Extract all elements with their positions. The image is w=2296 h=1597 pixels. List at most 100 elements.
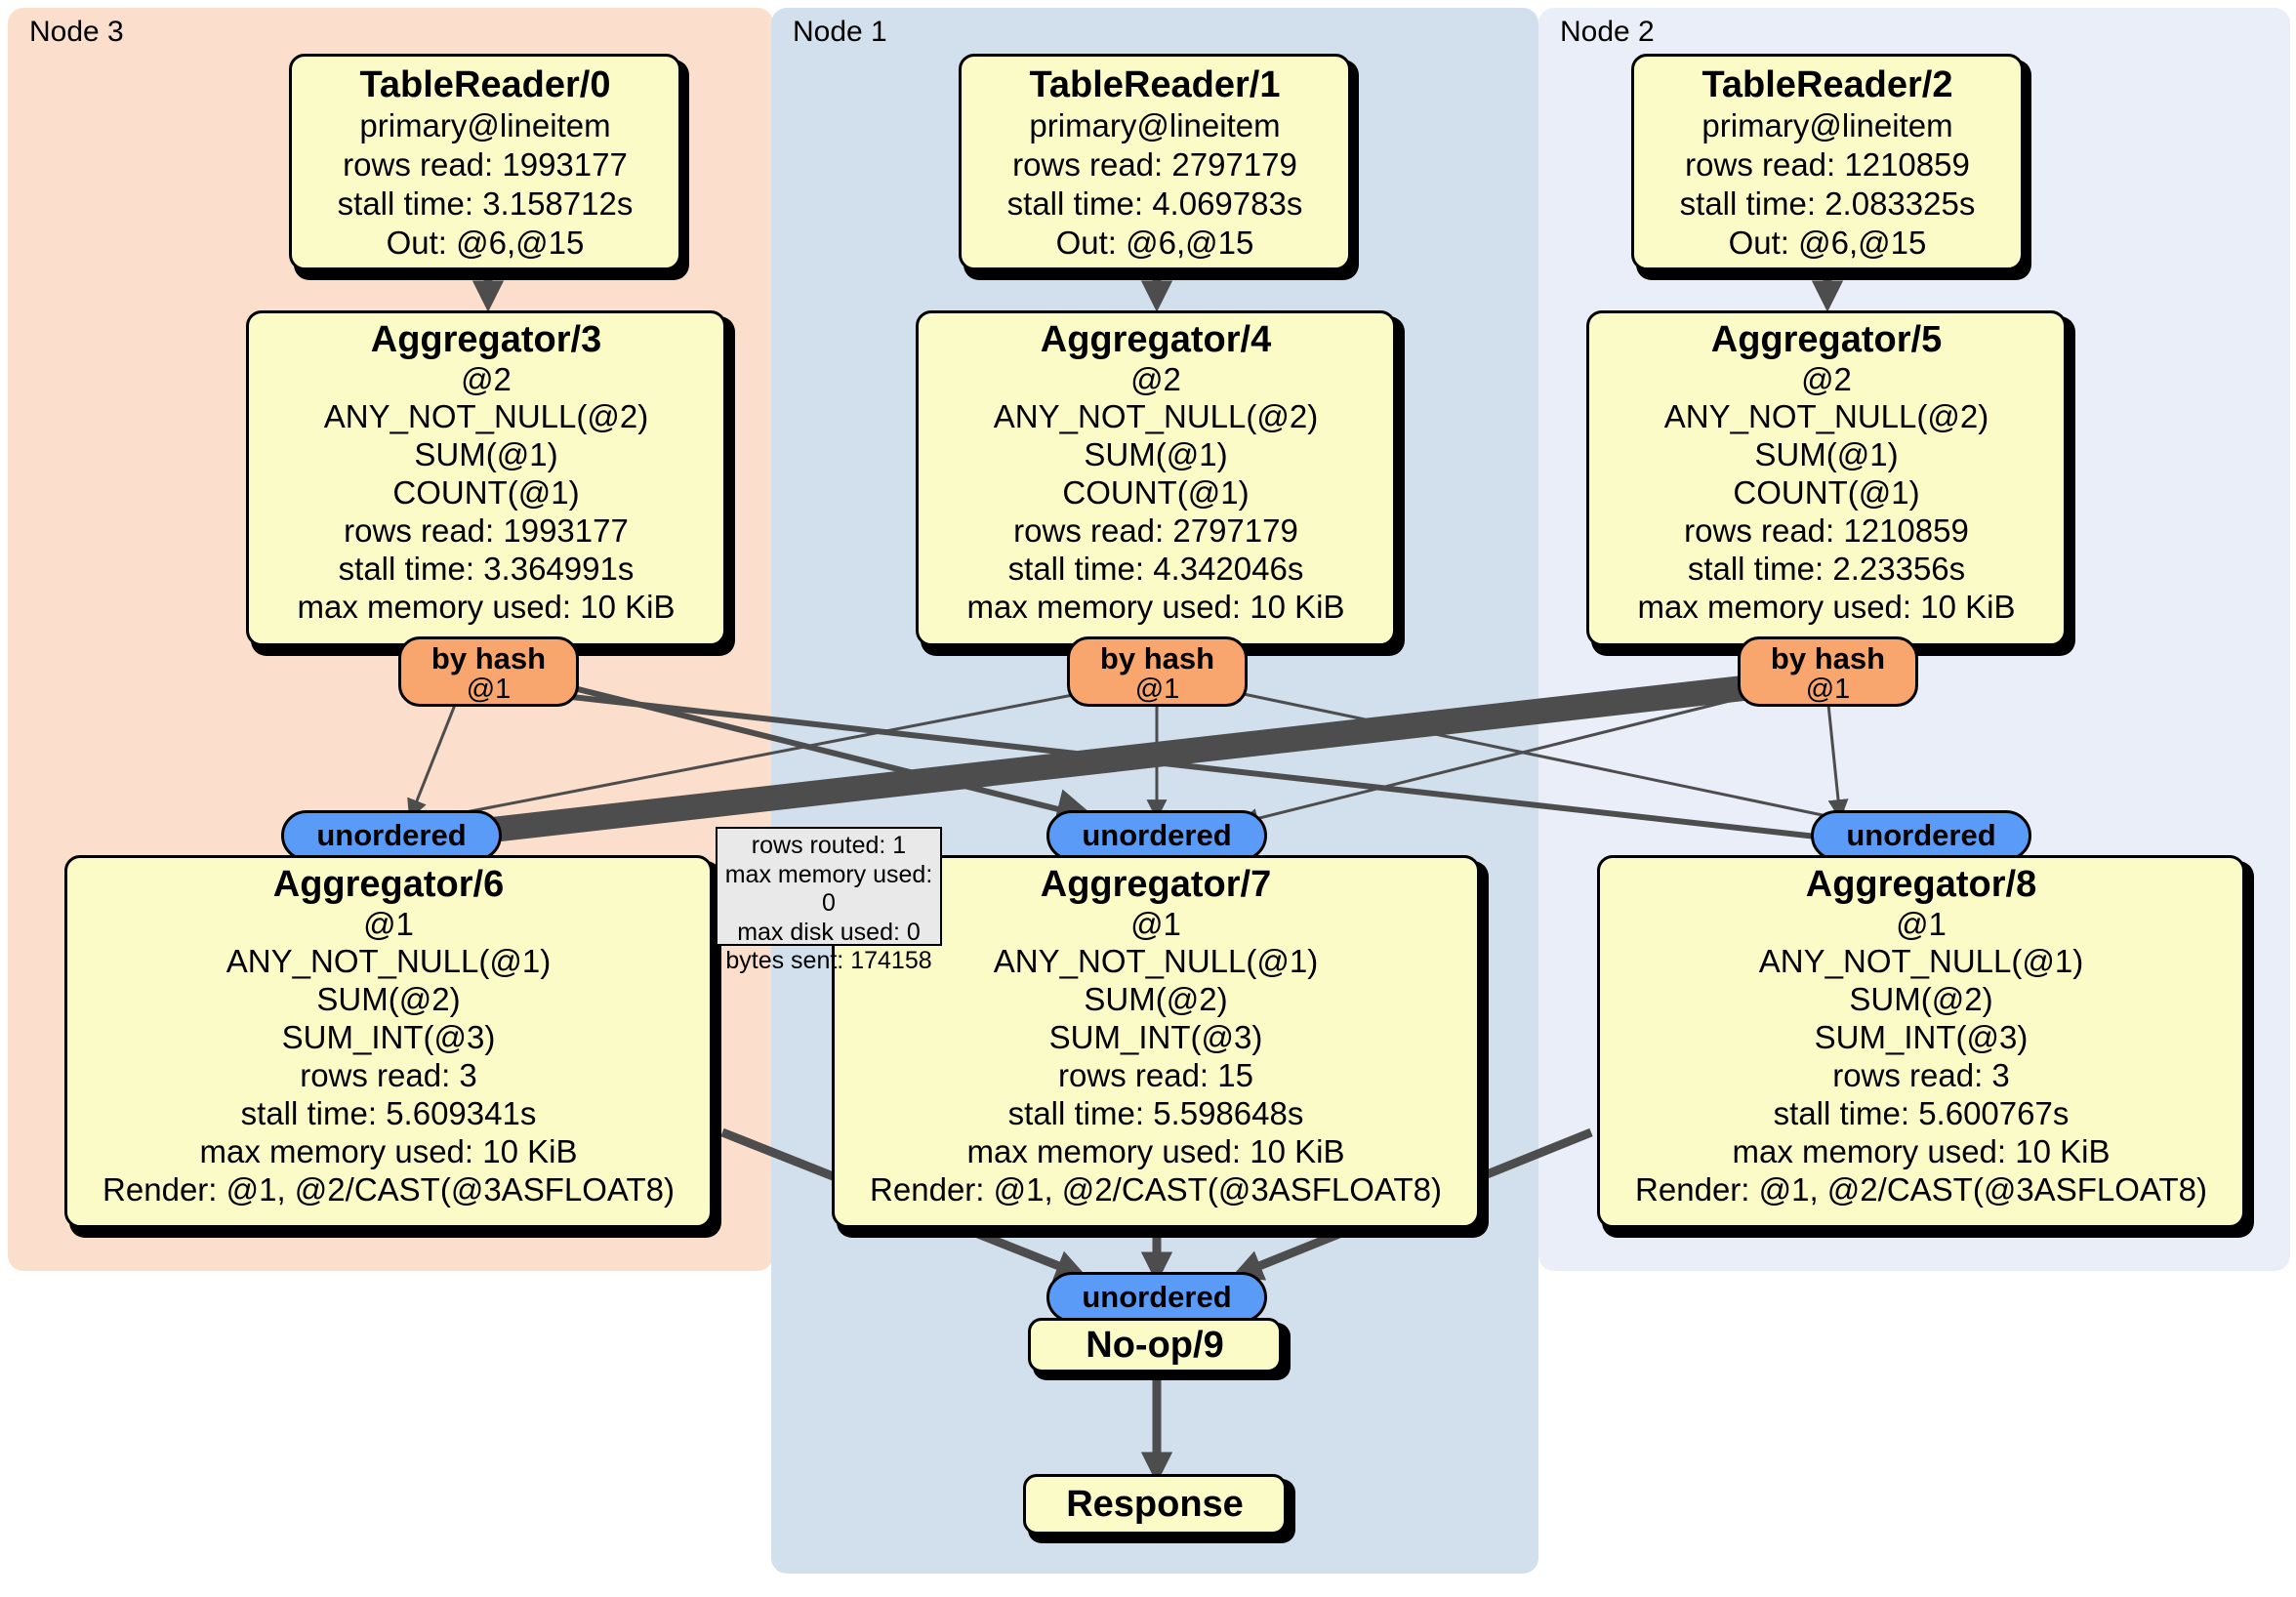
operator-line: rows read: 2797179 bbox=[1013, 512, 1298, 550]
operator-line: primary@lineitem bbox=[1029, 106, 1281, 143]
operator-line: SUM(@2) bbox=[316, 981, 461, 1018]
operator-line: rows read: 15 bbox=[1058, 1057, 1253, 1094]
operator-aggregator-6[interactable]: Aggregator/6 @1 ANY_NOT_NULL(@1) SUM(@2)… bbox=[64, 855, 721, 1238]
edge-hash2-sync0-heavy bbox=[447, 671, 1788, 847]
operator-line: primary@lineitem bbox=[1702, 106, 1953, 143]
operator-line: Render: @1, @2/CAST(@3ASFLOAT8) bbox=[102, 1171, 675, 1208]
operator-aggregator-4[interactable]: Aggregator/4 @2 ANY_NOT_NULL(@2) SUM(@1)… bbox=[916, 310, 1405, 656]
operator-line: stall time: 3.158712s bbox=[337, 185, 634, 223]
operator-line: ANY_NOT_NULL(@2) bbox=[323, 398, 649, 435]
edges-reader-to-aggregator bbox=[472, 276, 1844, 312]
operator-aggregator-3[interactable]: Aggregator/3 @2 ANY_NOT_NULL(@2) SUM(@1)… bbox=[246, 310, 735, 656]
operator-line: Out: @6,@15 bbox=[1055, 225, 1254, 262]
edge-hash1-sync0 bbox=[407, 687, 1104, 830]
operator-title: TableReader/1 bbox=[1029, 64, 1281, 105]
box-body: Aggregator/4 @2 ANY_NOT_NULL(@2) SUM(@1)… bbox=[916, 310, 1396, 646]
operator-tablereader-1[interactable]: TableReader/1 primary@lineitem rows read… bbox=[959, 54, 1359, 280]
router-title: by hash bbox=[1099, 641, 1215, 676]
operator-line: SUM_INT(@3) bbox=[281, 1019, 496, 1056]
box-body: TableReader/2 primary@lineitem rows read… bbox=[1631, 54, 2024, 270]
router-subtitle: @1 bbox=[466, 674, 512, 706]
router-subtitle: @1 bbox=[1805, 674, 1851, 706]
operator-title: Aggregator/6 bbox=[272, 864, 505, 905]
operator-line: COUNT(@1) bbox=[1062, 474, 1250, 512]
box-body: TableReader/1 primary@lineitem rows read… bbox=[959, 54, 1351, 270]
stats-line: rows routed: 1 bbox=[751, 832, 907, 859]
operator-title: Aggregator/5 bbox=[1710, 319, 1943, 360]
operator-line: stall time: 5.609341s bbox=[240, 1095, 537, 1132]
router-by-hash-1[interactable]: by hash @1 bbox=[1067, 636, 1248, 707]
operator-tablereader-0[interactable]: TableReader/0 primary@lineitem rows read… bbox=[289, 54, 689, 280]
operator-line: @1 bbox=[1130, 905, 1181, 942]
box-body: Aggregator/8 @1 ANY_NOT_NULL(@1) SUM(@2)… bbox=[1597, 855, 2245, 1228]
operator-line: Out: @6,@15 bbox=[386, 225, 585, 262]
operator-line: SUM(@2) bbox=[1084, 981, 1228, 1018]
operator-title: Aggregator/7 bbox=[1040, 864, 1272, 905]
operator-line: stall time: 4.069783s bbox=[1006, 185, 1303, 223]
operator-aggregator-8[interactable]: Aggregator/8 @1 ANY_NOT_NULL(@1) SUM(@2)… bbox=[1597, 855, 2254, 1238]
box-body: Aggregator/6 @1 ANY_NOT_NULL(@1) SUM(@2)… bbox=[64, 855, 713, 1228]
edge-hash0-sync0 bbox=[407, 694, 461, 820]
operator-line: ANY_NOT_NULL(@1) bbox=[226, 943, 552, 980]
operator-title: Aggregator/8 bbox=[1805, 864, 2037, 905]
operator-line: stall time: 4.342046s bbox=[1007, 551, 1304, 588]
edge-hash2-sync2 bbox=[1825, 694, 1849, 821]
operator-line: @2 bbox=[1801, 360, 1852, 397]
operator-line: @2 bbox=[1130, 360, 1181, 397]
sync-unordered-2[interactable]: unordered bbox=[1811, 810, 2031, 861]
operator-line: stall time: 5.600767s bbox=[1773, 1095, 2070, 1132]
operator-line: @1 bbox=[363, 905, 414, 942]
box-body: Aggregator/7 @1 ANY_NOT_NULL(@1) SUM(@2)… bbox=[832, 855, 1480, 1228]
operator-title: TableReader/2 bbox=[1702, 64, 1953, 105]
router-by-hash-2[interactable]: by hash @1 bbox=[1738, 636, 1918, 707]
operator-line: rows read: 1210859 bbox=[1684, 512, 1969, 550]
operator-line: Render: @1, @2/CAST(@3ASFLOAT8) bbox=[1635, 1171, 2207, 1208]
sync-unordered-1[interactable]: unordered bbox=[1046, 810, 1267, 861]
operator-title: Aggregator/3 bbox=[370, 319, 602, 360]
operator-line: COUNT(@1) bbox=[1733, 474, 1920, 512]
operator-title: Response bbox=[1023, 1474, 1287, 1535]
operator-line: stall time: 2.083325s bbox=[1679, 185, 1976, 223]
operator-line: COUNT(@1) bbox=[392, 474, 580, 512]
operator-line: ANY_NOT_NULL(@1) bbox=[993, 943, 1319, 980]
operator-aggregator-5[interactable]: Aggregator/5 @2 ANY_NOT_NULL(@2) SUM(@1)… bbox=[1586, 310, 2075, 656]
operator-tablereader-2[interactable]: TableReader/2 primary@lineitem rows read… bbox=[1631, 54, 2031, 280]
box-body: TableReader/0 primary@lineitem rows read… bbox=[289, 54, 681, 270]
operator-line: SUM(@1) bbox=[1084, 436, 1228, 473]
operator-line: rows read: 3 bbox=[1832, 1057, 2010, 1094]
edge-hash1-sync2 bbox=[1219, 687, 1863, 830]
cluster-label-node2: Node 2 bbox=[1560, 16, 1655, 48]
operator-line: @2 bbox=[461, 360, 512, 397]
operator-line: Out: @6,@15 bbox=[1728, 225, 1927, 262]
operator-title: TableReader/0 bbox=[359, 64, 611, 105]
operator-line: SUM_INT(@3) bbox=[1814, 1019, 2029, 1056]
operator-response[interactable]: Response bbox=[1023, 1474, 1295, 1543]
operator-line: rows read: 3 bbox=[300, 1057, 477, 1094]
operator-line: max memory used: 10 KiB bbox=[966, 1133, 1345, 1170]
edge-hash0-sync2 bbox=[554, 692, 1865, 858]
operator-line: max memory used: 10 KiB bbox=[966, 589, 1345, 626]
box-body: Aggregator/5 @2 ANY_NOT_NULL(@2) SUM(@1)… bbox=[1586, 310, 2067, 646]
operator-line: SUM_INT(@3) bbox=[1048, 1019, 1263, 1056]
cluster-label-node3: Node 3 bbox=[29, 16, 124, 48]
stats-line: max disk used: 0 bbox=[737, 918, 921, 946]
router-by-hash-0[interactable]: by hash @1 bbox=[398, 636, 579, 707]
operator-line: rows read: 1210859 bbox=[1685, 145, 1970, 183]
operator-line: rows read: 1993177 bbox=[344, 512, 629, 550]
operator-line: stall time: 2.23356s bbox=[1687, 551, 1966, 588]
operator-aggregator-7[interactable]: Aggregator/7 @1 ANY_NOT_NULL(@1) SUM(@2)… bbox=[832, 855, 1489, 1238]
operator-noop-9[interactable]: No-op/9 bbox=[1028, 1318, 1291, 1380]
edge-stats-tooltip: rows routed: 1 max memory used: 0 max di… bbox=[716, 827, 942, 974]
sync-unordered-0[interactable]: unordered bbox=[281, 810, 502, 861]
operator-line: rows read: 1993177 bbox=[343, 145, 628, 183]
operator-line: Render: @1, @2/CAST(@3ASFLOAT8) bbox=[870, 1171, 1442, 1208]
operator-title: No-op/9 bbox=[1028, 1318, 1282, 1372]
edges-router-to-sync bbox=[407, 671, 1865, 858]
operator-line: ANY_NOT_NULL(@1) bbox=[1758, 943, 2084, 980]
sync-unordered-final[interactable]: unordered bbox=[1046, 1272, 1267, 1323]
operator-line: stall time: 3.364991s bbox=[338, 551, 635, 588]
router-title: by hash bbox=[1770, 641, 1886, 676]
operator-line: ANY_NOT_NULL(@2) bbox=[1663, 398, 1989, 435]
stats-line: max memory used: 0 bbox=[724, 860, 933, 918]
